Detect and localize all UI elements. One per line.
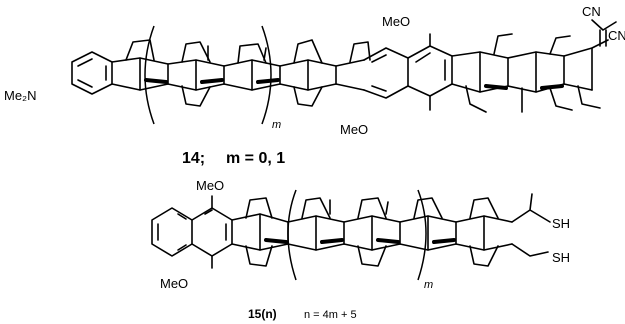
methoxy-top-label-15: MeO <box>196 178 224 193</box>
repeat-paren-left-15 <box>287 189 297 281</box>
thiol-arms <box>511 193 551 257</box>
thiol-label-1: SH <box>552 216 570 231</box>
dimethylamino-label: Me₂N <box>4 88 37 103</box>
dicyanomethylene <box>591 19 617 47</box>
compound-number-14: 14; <box>182 150 205 167</box>
compound-number-15n: 15(n) <box>248 307 277 321</box>
compound-15-backbone <box>231 197 513 267</box>
repeat-paren-left <box>144 25 155 125</box>
repeat-subscript: m <box>272 119 281 131</box>
thiol-label-2: SH <box>552 250 570 265</box>
compound-15-structure <box>151 189 551 281</box>
compound-14-condition: m = 0, 1 <box>226 150 285 167</box>
right-backbone-chain <box>451 33 609 113</box>
naphthalene-ring <box>151 195 233 269</box>
repeat-paren-right <box>261 25 272 125</box>
repeat-paren-right-15 <box>417 189 427 281</box>
cyano-label-2: CN <box>608 28 625 43</box>
repeat-subscript-15: m <box>424 279 433 291</box>
methoxy-bottom-label-15: MeO <box>160 276 188 291</box>
aminophenyl-ring <box>71 51 113 95</box>
methoxy-bottom-label: MeO <box>340 122 368 137</box>
compound-14-backbone <box>111 39 371 107</box>
methoxy-top-label: MeO <box>382 14 410 29</box>
cyano-label-1: CN <box>582 4 601 19</box>
compound-15-condition: n = 4m + 5 <box>304 309 357 321</box>
dimethoxy-aromatic-core <box>363 33 453 111</box>
compound-14-structure <box>71 19 617 125</box>
